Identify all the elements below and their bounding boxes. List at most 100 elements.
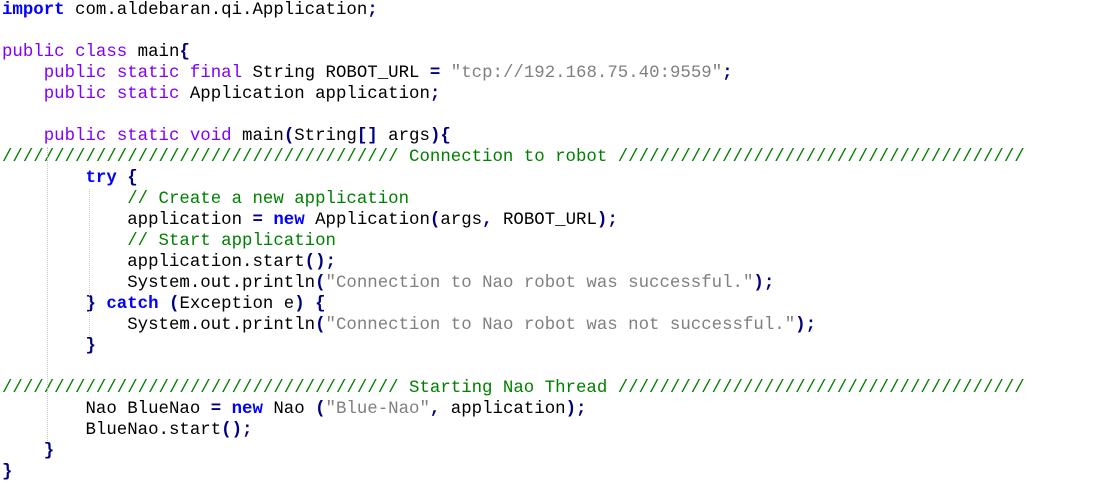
code-token [221,400,231,419]
code-token: catch [106,295,159,314]
code-line [2,105,1112,126]
code-token: static [116,85,180,104]
code-line: } catch (Exception e) { [2,294,1112,315]
code-token: ){ [429,127,451,146]
code-token: final [189,64,243,83]
code-token: "tcp://192.168.75.40:9559" [450,64,723,83]
code-line: application = new Application(args, ROBO… [2,210,1112,231]
code-token: Application application [179,85,430,104]
code-line [2,357,1112,378]
code-token: , [482,211,493,230]
code-token: "Connection to Nao robot was not success… [325,316,796,335]
code-token: ( [169,295,180,314]
code-token [179,64,189,83]
code-token: [] [356,127,378,146]
code-line: Nao BlueNao = new Nao ("Blue-Nao", appli… [2,399,1112,420]
code-line: // Start application [2,231,1112,252]
code-token: ( [315,274,326,293]
code-token [159,295,169,314]
code-token: ; [722,64,733,83]
code-token [305,295,315,314]
code-token: ); [795,316,817,335]
code-token [106,64,116,83]
code-token: main [127,43,180,62]
code-line: application.start(); [2,252,1112,273]
code-token: { [315,295,326,314]
code-token: } [2,463,13,482]
code-token: com.aldebaran.qi.Application [64,1,368,20]
code-token: "Blue-Nao" [325,400,430,419]
code-token: ( [315,400,326,419]
code-token: ROBOT_URL [492,211,597,230]
code-token [2,337,86,356]
code-token: { [127,169,138,188]
code-token [2,295,86,314]
code-token [2,127,44,146]
indent-guide [89,189,90,336]
code-token [2,442,44,461]
code-line: // Create a new application [2,189,1112,210]
code-line: public static Application application; [2,84,1112,105]
code-token [179,127,189,146]
code-token: String ROBOT_URL [242,64,430,83]
code-token [263,211,273,230]
code-token [106,85,116,104]
code-token: (); [304,253,336,272]
code-token: try [85,169,117,188]
code-token: , [429,400,441,419]
code-token [96,295,106,314]
code-token: Nao BlueNao [2,400,211,419]
code-token: ; [429,85,441,104]
code-token: ////////////////////////////////////// S… [2,379,1025,398]
code-token: "Connection to Nao robot was successful.… [325,274,754,293]
code-token [65,43,75,62]
code-token [117,169,127,188]
code-token: System.out.println [2,274,316,293]
code-token [2,190,127,209]
code-token: Exception e [179,295,295,314]
code-line: public static final String ROBOT_URL = "… [2,63,1112,84]
code-token: public [43,127,107,146]
code-token: = [429,64,441,83]
code-token: = [210,400,222,419]
code-line: try { [2,168,1112,189]
code-token: ( [283,127,295,146]
code-token: application.start [2,253,305,272]
code-token: ); [596,211,618,230]
code-line: ////////////////////////////////////// S… [2,378,1112,399]
code-token [2,232,127,251]
code-line: } [2,441,1112,462]
indent-guide [47,147,48,441]
code-token [2,169,86,188]
code-line: } [2,336,1112,357]
code-token [2,85,44,104]
code-token: new [231,400,263,419]
code-token: ; [367,1,378,20]
code-token: application [2,211,253,230]
code-token: main [231,127,284,146]
code-token [2,64,44,83]
code-token: import [2,1,65,20]
code-token: BlueNao.start [2,421,222,440]
code-line: System.out.println("Connection to Nao ro… [2,273,1112,294]
code-token: new [273,211,305,230]
code-line [2,21,1112,42]
code-token: public [2,43,65,62]
code-token: void [189,127,232,146]
code-token: System.out.println [2,316,316,335]
code-token: static [116,64,180,83]
code-token: (); [221,421,253,440]
code-token: args [377,127,430,146]
code-line: ////////////////////////////////////// C… [2,147,1112,168]
code-line: System.out.println("Connection to Nao ro… [2,315,1112,336]
code-token: } [85,295,96,314]
code-line: } [2,462,1112,483]
code-token: Nao [262,400,316,419]
code-token: public [43,85,107,104]
code-token: { [179,43,190,62]
code-line: public class main{ [2,42,1112,63]
code-token: args [440,211,483,230]
code-token: ); [753,274,775,293]
code-token: // Start application [127,232,336,251]
